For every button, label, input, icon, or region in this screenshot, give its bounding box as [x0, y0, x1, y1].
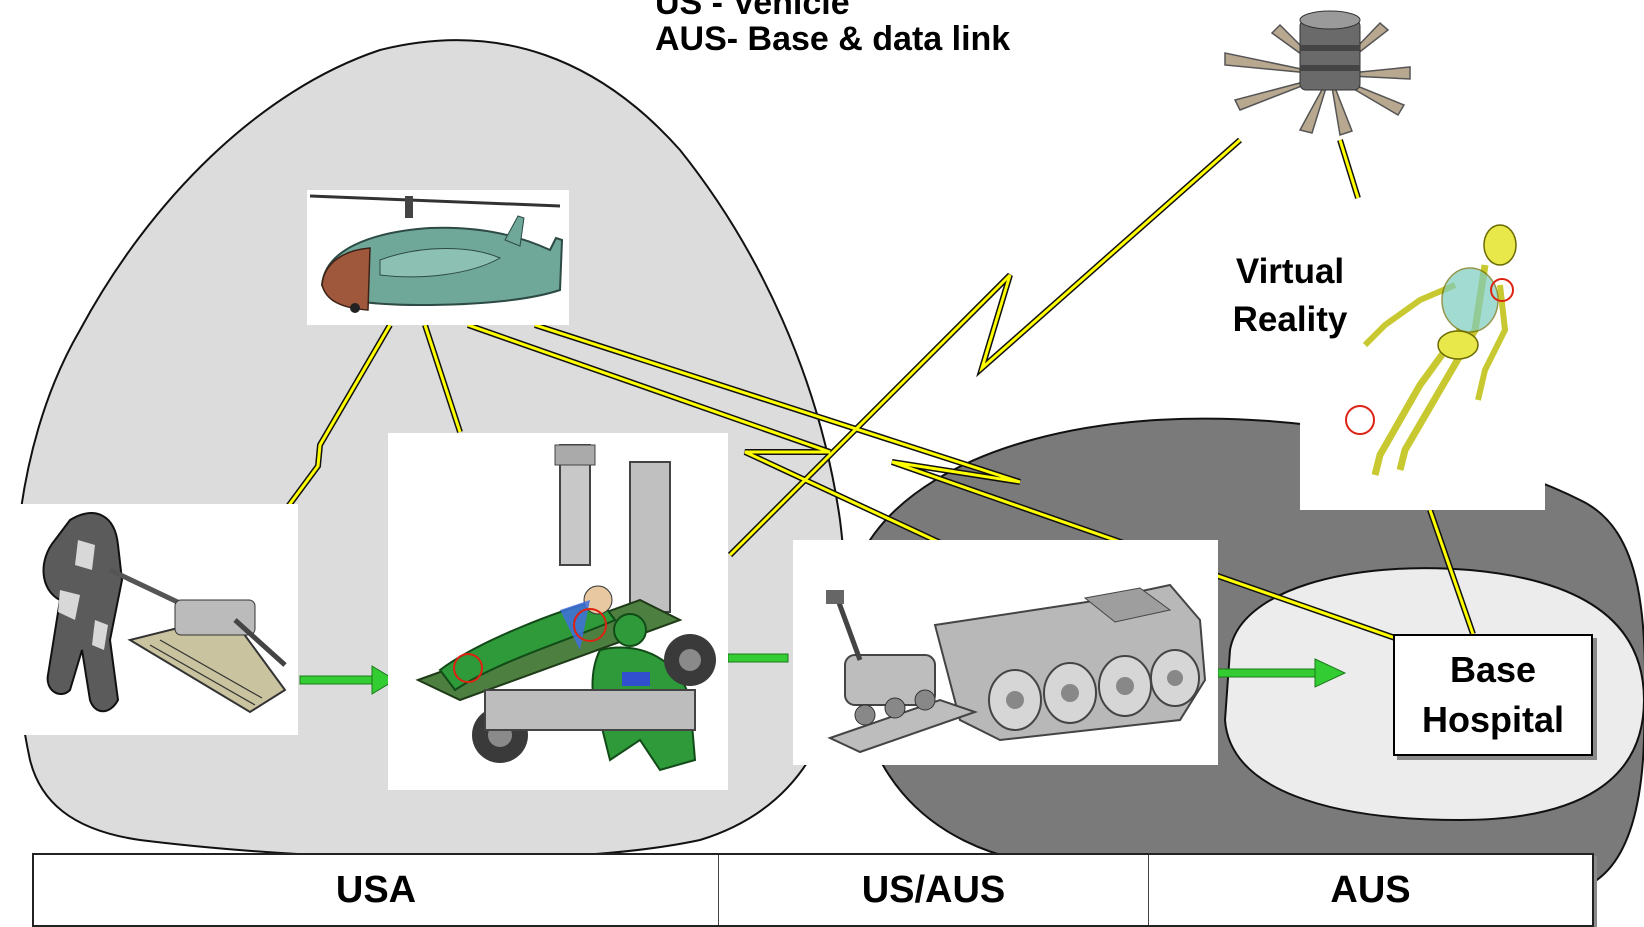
base-hospital-line-1: Base [1449, 649, 1537, 690]
flow-arrow-1 [299, 665, 396, 695]
flow-arrows [299, 653, 1347, 695]
link-stretcher-to-satellite [728, 138, 1241, 557]
link-uav-to-vehicle [467, 323, 946, 547]
flow-arrow-3 [1217, 658, 1347, 688]
virtual-reality-line-1: Virtual [1235, 252, 1345, 291]
satellite-icon [1224, 10, 1411, 136]
region-us-aus: US/AUS [719, 855, 1149, 925]
tracked-robot-transport-vehicle-icon [826, 583, 1207, 754]
robotic-stretcher-icon [415, 444, 716, 772]
link-vr-to-hospital [1428, 509, 1475, 635]
heading-line-1: US - Vehicle [655, 0, 850, 22]
base-hospital-box: Base Hospital [1393, 634, 1593, 756]
region-usa: USA [34, 855, 719, 925]
link-uav-to-stretcher [423, 324, 462, 433]
skeleton-virtual-reality-icon [1345, 224, 1517, 476]
base-hospital-line-2: Hospital [1421, 699, 1564, 740]
heading-line-2: AUS- Base & data link [655, 20, 1011, 58]
soldier-with-robot-icon [42, 512, 287, 714]
link-uav-to-soldier [282, 324, 392, 513]
virtual-reality-label: Virtual Reality [1195, 248, 1385, 344]
region-bar: USA US/AUS AUS [32, 853, 1594, 927]
virtual-reality-line-2: Reality [1232, 300, 1348, 339]
link-satellite-to-vr [1338, 139, 1360, 199]
flow-arrow-2 [727, 653, 789, 663]
region-aus: AUS [1330, 869, 1411, 911]
uav-helicopter-icon [309, 194, 564, 313]
